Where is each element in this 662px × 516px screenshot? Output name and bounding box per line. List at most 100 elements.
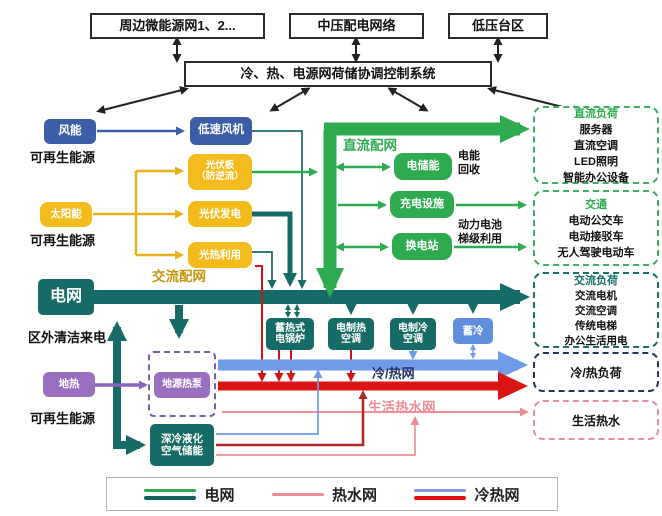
node-solar: 太阳能 [40,202,92,227]
link-control-mid-left [269,87,311,112]
load-transport-item: 无人驾驶电动车 [557,247,635,259]
note-battery-cascade-line2: 梯级利用 [458,232,502,245]
node-pv-panel-line2: （防逆流） [196,171,244,182]
node-eheat-line2: 空调 [341,334,361,345]
node-geothermal-label: 地热 [58,378,80,391]
label-dc-network: 直流配网 [343,138,397,153]
flow-laes-heatbus [216,390,368,447]
link-control-mid-right [387,87,429,112]
flow-pv3-acbus [252,251,277,289]
load-dc: 直流负荷 服务器 直流空调 LED照明 智能办公设备 [533,106,659,184]
legend-item-hotwater: 热水网 [271,484,377,505]
node-battery-swap-station: 换电站 [392,233,452,260]
node-heat-storage-boiler: 蓄热式 电锅炉 [266,318,314,350]
load-ac-item: 传统电梯 [575,320,617,332]
node-wind-turbine: 低速风机 [190,117,252,145]
node-neighbor-microgrids: 周边微能源网1、2... [90,13,265,39]
node-solar-thermal-label: 光热利用 [199,248,241,261]
load-transport: 交通 电动公交车 电动接驳车 无人驾驶电动车 [533,190,659,266]
label-renewable-wind: 可再生能源 [30,150,96,165]
load-ac: 交流负荷 交流电机 交流空调 传统电梯 办公生活用电 [533,272,659,348]
label-hotwater-network: 生活热水网 [368,400,436,415]
legend-coolheat-lines-icon [414,488,467,500]
note-battery-cascade-line1: 动力电池 [458,219,502,231]
load-dc-item: 直流空调 [574,140,618,152]
load-ac-item: 交流空调 [575,305,617,317]
flow-acbus-laes [107,321,146,455]
node-charging-facility-label: 充电设施 [400,198,444,211]
load-hotwater-title: 生活热水 [571,413,620,428]
legend-coolheat-label: 冷热网 [474,486,520,504]
load-coolheat-title: 冷/热负荷 [570,365,622,380]
label-renewable-geo: 可再生能源 [30,411,96,426]
label-ac-network: 交流配网 [152,269,206,284]
node-cold-storage: 蓄冷 [453,318,493,344]
node-solar-thermal: 光热利用 [188,242,252,268]
node-gshp-label: 地源热泵 [162,379,202,391]
node-control-system: 冷、热、电源网荷储协调控制系统 [184,61,492,87]
legend-hotwater-line-icon [271,492,324,496]
node-pv-panel-line1: 光伏板 [205,160,235,172]
node-control-system-label: 冷、热、电源网荷储协调控制系统 [240,65,436,81]
flow-pv3-hwbus [255,265,267,382]
note-battery-cascade: 动力电池 梯级利用 [458,219,502,247]
node-laes-line2: 空气储能 [161,445,203,457]
node-lv-area: 低压台区 [448,13,548,39]
note-energy-recycle-line2: 回收 [458,163,480,176]
node-battery-swap-label: 换电站 [405,240,439,253]
node-pv-panel: 光伏板 （防逆流） [188,154,252,190]
note-energy-recycle-line1: 电能 [458,150,480,162]
load-transport-item: 电动公交车 [568,215,624,227]
load-hotwater: 生活热水 [533,400,659,440]
load-dc-item: 服务器 [579,124,613,136]
node-ground-source-heat-pump: 地源热泵 [154,372,210,398]
legend: 电网 热水网 冷热网 [106,477,558,511]
legend-grid-label: 电网 [204,486,235,504]
label-external-clean-power: 区外清洁来电 [28,330,107,345]
load-ac-title: 交流负荷 [574,275,618,287]
node-ecool-line1: 电制冷 [398,322,428,334]
node-eheat-line1: 电制热 [336,322,366,334]
node-neighbor-microgrids-label: 周边微能源网1、2... [119,17,236,33]
node-mv-distribution: 中压配电网络 [289,13,424,39]
node-mv-distribution-label: 中压配电网络 [317,17,396,33]
node-boiler-line2: 电锅炉 [275,334,305,345]
node-wind: 风能 [44,119,96,144]
load-ac-item: 办公生活用电 [564,335,628,347]
node-boiler-line1: 蓄热式 [275,322,305,334]
flow-laes-coolbus [216,369,323,435]
node-pv-generation-label: 光伏发电 [199,207,241,220]
legend-item-coolheat: 冷热网 [414,484,520,505]
node-electric-cooling-ac: 电制冷 空调 [390,318,436,350]
node-pv-generation: 光伏发电 [188,201,252,227]
node-grid-label: 电网 [49,287,82,305]
load-dc-item: 智能办公设备 [563,172,629,184]
node-cold-storage-label: 蓄冷 [462,324,484,337]
load-dc-item: LED照明 [574,156,618,168]
load-transport-title: 交通 [585,199,607,211]
node-solar-label: 太阳能 [50,208,82,221]
load-transport-item: 电动接驳车 [568,231,624,243]
node-electric-heating-ac: 电制热 空调 [328,318,374,350]
node-ecool-line2: 空调 [403,334,423,345]
link-control-far-left [96,86,189,114]
legend-grid-lines-icon [144,488,197,500]
legend-hotwater-label: 热水网 [331,486,377,504]
load-dc-title: 直流负荷 [574,108,618,120]
node-charging-facility: 充电设施 [390,191,454,218]
load-ac-item: 交流电机 [575,290,617,302]
load-coolheat: 冷/热负荷 [533,352,659,392]
flow-pv2-acbus [252,211,297,287]
flow-laes-hotwater [216,416,420,456]
node-geothermal: 地热 [43,372,95,397]
node-wind-turbine-label: 低速风机 [198,124,244,137]
node-electric-storage-label: 电储能 [406,160,440,173]
node-lv-area-label: 低压台区 [471,17,524,33]
label-renewable-solar: 可再生能源 [30,233,96,248]
flow-turbine-acbus [252,130,307,289]
node-electric-storage: 电储能 [394,153,452,180]
node-liquid-air-storage: 深冷液化 空气储能 [150,424,214,466]
node-wind-label: 风能 [58,124,82,137]
